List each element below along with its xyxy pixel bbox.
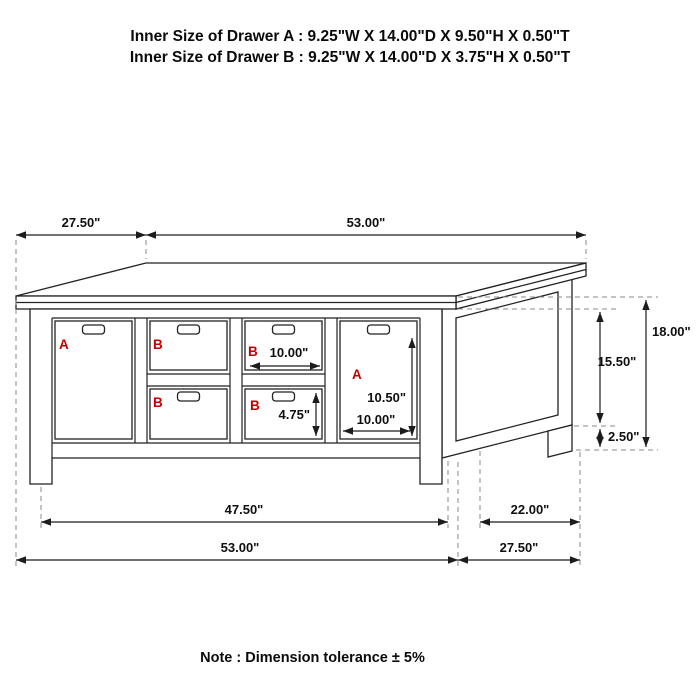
drawer-b-size-line: Inner Size of Drawer B : 9.25"W X 14.00"… — [129, 49, 571, 66]
drawer-a-right-face — [339, 320, 418, 440]
leg-height-label: 2.50" — [608, 429, 639, 444]
drawer-b-height-label: 4.75" — [279, 407, 310, 422]
drawer-handle-icon — [271, 324, 296, 335]
dim-right-heights: 18.00" 15.50" 2.50" — [458, 296, 691, 451]
drawer-a-height-label: 10.50" — [367, 390, 406, 405]
drawer-a-left-face — [54, 320, 133, 440]
drawer-handle-icon — [176, 324, 201, 335]
dim-drawer-openings: 10.00" 4.75" 10.50" 10.00" — [250, 338, 416, 436]
drawer-faces — [54, 320, 418, 440]
label-drawer-b-bottomright: B — [250, 398, 260, 413]
overall-height-label: 18.00" — [652, 324, 691, 339]
drawer-size-header: Inner Size of Drawer A : 9.25"W X 14.00"… — [0, 26, 700, 68]
drawer-handle-icon — [366, 324, 391, 335]
top-width-label: 53.00" — [347, 215, 386, 230]
drawer-handle-icon — [81, 324, 106, 335]
drawer-a-width-label: 10.00" — [357, 412, 396, 427]
case-height-label: 15.50" — [598, 354, 637, 369]
tabletop — [15, 262, 587, 310]
back-right-leg — [547, 424, 573, 458]
bottom-depth-label: 27.50" — [500, 540, 539, 555]
cabinet-body — [29, 308, 443, 485]
drawer-letter-labels: A B B A B B — [59, 337, 362, 413]
front-inner-width-label: 47.50" — [225, 502, 264, 517]
label-drawer-b-topright: B — [248, 344, 258, 359]
dim-top: 27.50" 53.00" — [15, 215, 587, 292]
label-drawer-a-left: A — [59, 337, 69, 352]
drawer-handle-icon — [176, 391, 201, 402]
label-drawer-b-bottomleft: B — [153, 395, 163, 410]
label-drawer-a-right: A — [352, 367, 362, 382]
dim-bottom: 47.50" 22.00" 53.00" 27.50" — [15, 300, 581, 566]
bottom-width-label: 53.00" — [221, 540, 260, 555]
label-drawer-b-topleft: B — [153, 337, 163, 352]
drawer-a-size-line: Inner Size of Drawer A : 9.25"W X 14.00"… — [130, 28, 570, 45]
drawer-b-width-label: 10.00" — [270, 345, 309, 360]
side-inner-depth-label: 22.00" — [511, 502, 550, 517]
drawer-handle-icon — [271, 391, 296, 402]
tolerance-note: Note : Dimension tolerance ± 5% — [200, 650, 425, 666]
top-depth-label: 27.50" — [62, 215, 101, 230]
